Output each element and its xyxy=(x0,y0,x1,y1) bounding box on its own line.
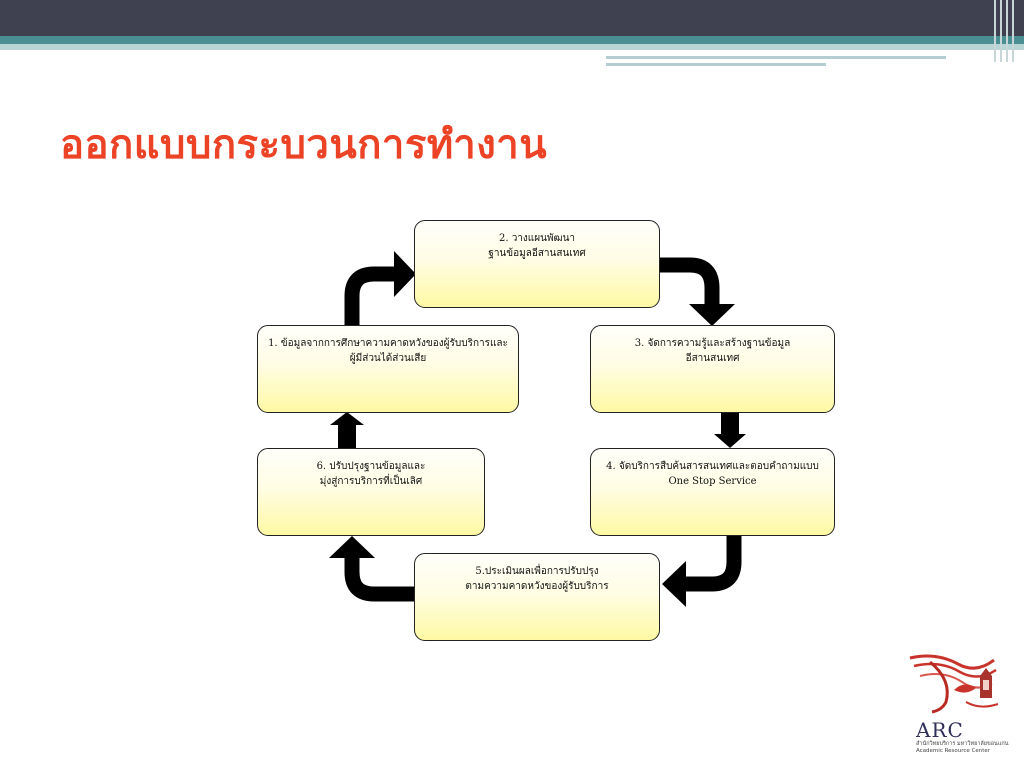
step-3-line-1: 3. จัดการความรู้และสร้างฐานข้อมูล xyxy=(634,338,791,349)
slide-title: ออกแบบกระบวนการทำงาน xyxy=(60,122,548,168)
step-box-1: 1. ข้อมูลจากการศึกษาความคาดหวังของผู้รับ… xyxy=(257,325,519,413)
arrow-1-to-2 xyxy=(344,266,394,326)
arrowhead-3-to-4 xyxy=(714,434,746,448)
step-1-line-2: ผู้มีส่วนได้ส่วนเสีย xyxy=(349,353,427,364)
step-6-line-2: มุ่งสู่การบริการที่เป็นเลิศ xyxy=(319,476,423,487)
step-2-line-2: ฐานข้อมูลอีสานสนเทศ xyxy=(488,248,586,259)
header-accent-lines xyxy=(606,50,1024,72)
arc-logo-mark-icon xyxy=(909,654,999,714)
step-4-line-1: 4. จัดบริการสืบค้นสารสนเทศและตอบคำถามแบบ xyxy=(606,461,819,472)
arrow-6-to-1-shaft xyxy=(338,425,356,449)
step-6-line-1: 6. ปรับปรุงฐานข้อมูลและ xyxy=(316,461,426,472)
step-box-2: 2. วางแผนพัฒนา ฐานข้อมูลอีสานสนเทศ xyxy=(414,220,660,308)
step-box-3: 3. จัดการความรู้และสร้างฐานข้อมูล อีสานส… xyxy=(590,325,835,413)
arrow-5-to-6 xyxy=(344,558,414,602)
step-box-5: 5.ประเมินผลเพื่อการปรับปรุง ตามความคาดหว… xyxy=(414,553,660,641)
arc-logo-subtitle: สำนักวิทยบริการ มหาวิทยาลัยขอนแก่น Acade… xyxy=(916,741,1008,755)
step-box-4: 4. จัดบริการสืบค้นสารสนเทศและตอบคำถามแบบ… xyxy=(590,448,835,536)
arrow-2-to-3 xyxy=(660,257,720,304)
arrowhead-6-to-1 xyxy=(330,412,364,425)
step-5-line-1: 5.ประเมินผลเพื่อการปรับปรุง xyxy=(475,566,599,577)
header-stripe-light xyxy=(0,44,1024,50)
corner-decoration xyxy=(990,0,1024,62)
header-stripe xyxy=(0,36,1024,44)
step-box-6: 6. ปรับปรุงฐานข้อมูลและ มุ่งสู่การบริการ… xyxy=(257,448,485,536)
arrowhead-2-to-3 xyxy=(689,304,735,326)
arrowhead-1-to-2 xyxy=(394,251,416,297)
arc-logo-text: ARC xyxy=(916,718,964,742)
step-3-line-2: อีสานสนเทศ xyxy=(685,353,740,364)
arrowhead-5-to-6 xyxy=(329,536,375,558)
arrowhead-4-to-5 xyxy=(662,561,686,607)
step-4-line-2: One Stop Service xyxy=(668,476,757,487)
arc-logo-subtitle-thai: สำนักวิทยบริการ มหาวิทยาลัยขอนแก่น xyxy=(916,741,1009,747)
step-5-line-2: ตามความคาดหวังของผู้รับบริการ xyxy=(465,581,609,592)
arrow-3-to-4-shaft xyxy=(721,412,739,434)
header-bar xyxy=(0,0,1024,36)
step-2-line-1: 2. วางแผนพัฒนา xyxy=(498,233,576,244)
arc-logo-subtitle-en: Academic Resource Center xyxy=(916,748,991,754)
arrow-4-to-5 xyxy=(686,536,742,592)
arc-logo: ARC สำนักวิทยบริการ มหาวิทยาลัยขอนแก่น A… xyxy=(902,648,1014,760)
step-1-line-1: 1. ข้อมูลจากการศึกษาความคาดหวังของผู้รับ… xyxy=(268,338,508,349)
